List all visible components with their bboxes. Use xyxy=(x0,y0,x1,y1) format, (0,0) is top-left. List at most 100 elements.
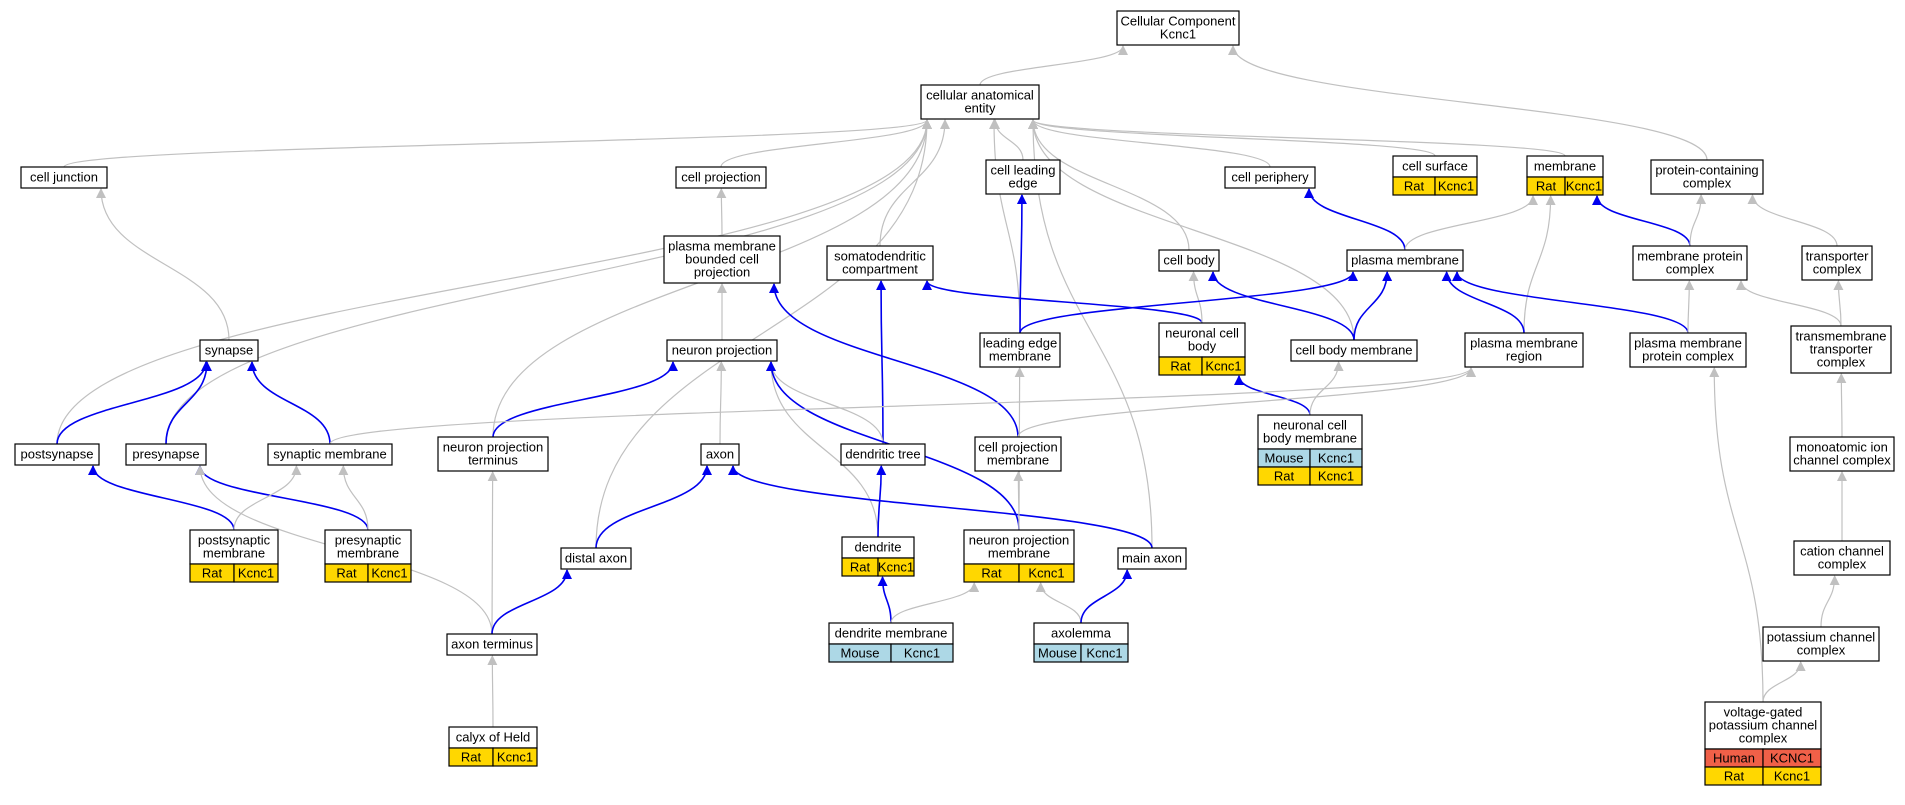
node-label: membrane xyxy=(987,453,1049,468)
node-label: membrane xyxy=(988,546,1050,561)
node-label: complex xyxy=(1666,262,1715,277)
node-label: cell projection xyxy=(978,440,1058,455)
node-box xyxy=(1629,332,1747,368)
blue-edge-cell-body-membrane-to-cell-body xyxy=(1208,271,1355,341)
blue-edge-leading-edge-membrane-to-plasma-membrane xyxy=(1019,271,1358,334)
species-cell-bg xyxy=(233,563,279,583)
gene-label: Kcnc1 xyxy=(1566,179,1602,194)
node-label: dendrite xyxy=(855,540,902,555)
gray-edge-np-membrane-to-cell-projection-membrane xyxy=(1013,471,1024,531)
node-box xyxy=(826,245,934,281)
node-box xyxy=(1632,245,1748,281)
gray-edge-cell-junction-to-cae xyxy=(63,119,932,168)
species-cell-bg xyxy=(1201,356,1246,376)
gray-edge-cell-surface-to-cae xyxy=(1028,119,1436,157)
gray-edge-vg-potassium-to-pm-protein-complex xyxy=(1709,367,1764,703)
node-label: synaptic membrane xyxy=(273,447,386,462)
node-label: protein complex xyxy=(1642,349,1734,364)
node-plasma-membrane: plasma membrane xyxy=(1346,249,1464,272)
blue-edge-axon-terminus-to-distal-axon xyxy=(491,569,572,635)
gray-edge-pm-bounded-to-cell-projection xyxy=(716,188,727,237)
blue-edge-axolemma-to-main-axon xyxy=(1080,569,1133,624)
species-cell-bg xyxy=(1080,643,1129,663)
node-label: complex xyxy=(1739,731,1788,746)
node-cell-periphery: cell periphery xyxy=(1224,166,1316,189)
gene-label: Kcnc1 xyxy=(1028,566,1064,581)
species-cell-bg xyxy=(1434,176,1478,196)
gray-edge-cell-leading-edge-to-cae xyxy=(990,119,1024,161)
gray-edge-axolemma-to-np-membrane xyxy=(1035,582,1082,624)
species-cell-bg xyxy=(367,563,412,583)
node-label: cell junction xyxy=(30,170,98,185)
node-box xyxy=(1789,436,1895,472)
node-label: complex xyxy=(1797,643,1846,658)
node-label: neuronal cell xyxy=(1165,326,1239,341)
node-box xyxy=(267,443,393,466)
gray-edge-axon-to-neuron-projection xyxy=(716,361,727,445)
gray-edge-somatodendritic-to-cae xyxy=(879,119,950,247)
node-label: synapse xyxy=(205,343,253,358)
gray-edge-transporter-complex-to-protein-complex xyxy=(1747,194,1838,247)
gray-edge-potassium-channel-to-cation-channel xyxy=(1820,575,1840,628)
gray-edge-tm-transporter-to-membrane-protein-complex xyxy=(1736,280,1842,327)
node-label: plasma membrane xyxy=(1470,336,1578,351)
node-box xyxy=(663,235,781,284)
gray-edge-postsynapse-to-cae xyxy=(56,119,932,445)
node-box xyxy=(1257,414,1363,450)
node-label: cell surface xyxy=(1402,159,1468,174)
node-box xyxy=(1801,245,1873,281)
species-cell-bg xyxy=(890,643,954,663)
node-label: presynapse xyxy=(132,447,199,462)
node-box xyxy=(1790,325,1892,374)
gray-edge-synaptic-membrane-to-pm-region xyxy=(329,367,1476,445)
node-label: compartment xyxy=(842,262,918,277)
gray-edge-cell-body-membrane-to-cae xyxy=(1028,119,1355,341)
blue-edge-dendrite-to-dendritic-tree xyxy=(876,465,887,538)
gray-edge-plasma-membrane-to-membrane xyxy=(1404,195,1538,251)
node-box xyxy=(1464,332,1584,368)
node-label: calyx of Held xyxy=(456,730,530,745)
node-box xyxy=(985,159,1061,195)
node-label: entity xyxy=(964,101,996,116)
node-label: dendritic tree xyxy=(845,447,920,462)
node-box xyxy=(20,166,108,189)
node-label: cellular anatomical xyxy=(926,88,1034,103)
blue-edge-np-terminus-to-neuron-projection xyxy=(492,361,678,438)
node-box xyxy=(963,529,1075,565)
species-label: Rat xyxy=(202,566,223,581)
node-label: complex xyxy=(1683,176,1732,191)
gray-edge-distal-axon-to-cae xyxy=(595,119,932,549)
node-label: Cellular Component xyxy=(1121,14,1236,29)
node-axon-terminus: axon terminus xyxy=(446,633,538,656)
species-label: Rat xyxy=(1404,179,1425,194)
blue-edge-neuronal-cell-body-to-somatodendritic xyxy=(922,280,1203,324)
gray-edge-protein-complex-to-root xyxy=(1228,45,1708,161)
node-box xyxy=(14,443,100,466)
node-synaptic-membrane: synaptic membrane xyxy=(267,443,393,466)
node-label: bounded cell xyxy=(685,252,759,267)
gray-edge-dendrite-to-neuron-projection xyxy=(766,361,879,538)
blue-edge-cell-body-membrane-to-plasma-membrane xyxy=(1353,271,1393,341)
node-label: membrane xyxy=(203,546,265,561)
node-label: channel complex xyxy=(1793,453,1891,468)
node-label: dendrite membrane xyxy=(835,626,948,641)
node-label: transmembrane xyxy=(1795,329,1886,344)
